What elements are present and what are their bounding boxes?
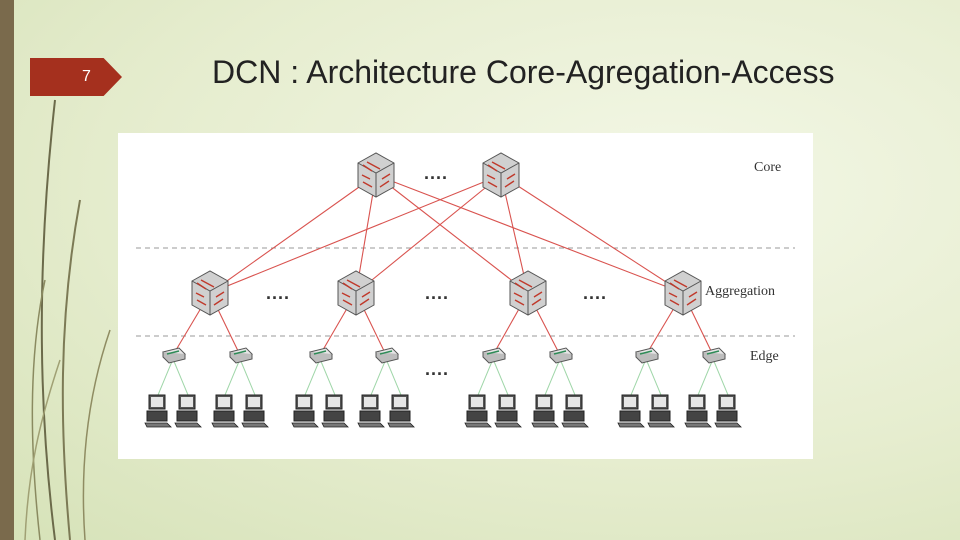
aggregation-switch-icon xyxy=(191,270,229,316)
core-aggregation-links xyxy=(209,174,684,294)
core-layer-label: Core xyxy=(754,160,782,175)
aggregation-ellipsis: .... xyxy=(425,283,450,303)
edge-switch-icon xyxy=(309,347,333,364)
host-computer-icon xyxy=(561,394,589,428)
aggregation-ellipsis: .... xyxy=(266,283,291,303)
host-computer-icon xyxy=(617,394,645,428)
host-computer-icon xyxy=(211,394,239,428)
aggregation-switch-icon xyxy=(664,270,702,316)
host-computer-icon xyxy=(241,394,269,428)
edge-host-links xyxy=(157,358,729,396)
host-computer-icon xyxy=(647,394,675,428)
host-computer-icon xyxy=(321,394,349,428)
aggregation-switch-icon xyxy=(337,270,375,316)
edge-switch-icon xyxy=(482,347,506,364)
host-computer-icon xyxy=(714,394,742,428)
edge-layer-label: Edge xyxy=(750,349,779,364)
slide-title: DCN : Architecture Core-Agregation-Acces… xyxy=(212,54,835,90)
core-switch-icon xyxy=(482,152,520,198)
edge-switch-icon xyxy=(229,347,253,364)
edge-switch-icon xyxy=(702,347,726,364)
host-computer-icon xyxy=(174,394,202,428)
aggregation-switch-icon xyxy=(509,270,547,316)
host-computer-icon xyxy=(531,394,559,428)
left-accent-bar xyxy=(0,0,14,540)
edge-ellipsis: .... xyxy=(425,359,450,379)
edge-switch-icon xyxy=(549,347,573,364)
host-computer-icon xyxy=(291,394,319,428)
host-computer-icon xyxy=(144,394,172,428)
core-ellipsis: .... xyxy=(424,163,449,183)
edge-switch-icon xyxy=(162,347,186,364)
slide-number: 7 xyxy=(30,58,122,96)
host-computer-icon xyxy=(684,394,712,428)
edge-switch-icon xyxy=(635,347,659,364)
host-computer-icon xyxy=(387,394,415,428)
host-computer-icon xyxy=(357,394,385,428)
aggregation-layer-label: Aggregation xyxy=(705,284,775,299)
grass-decoration xyxy=(24,99,111,540)
host-computer-icon xyxy=(464,394,492,428)
edge-switch-icon xyxy=(375,347,399,364)
topology-canvas xyxy=(136,152,795,428)
core-switch-icon xyxy=(357,152,395,198)
network-diagram: .... .... .... .... .... Core Aggregatio… xyxy=(118,133,813,459)
aggregation-ellipsis: .... xyxy=(583,283,608,303)
host-computer-icon xyxy=(494,394,522,428)
